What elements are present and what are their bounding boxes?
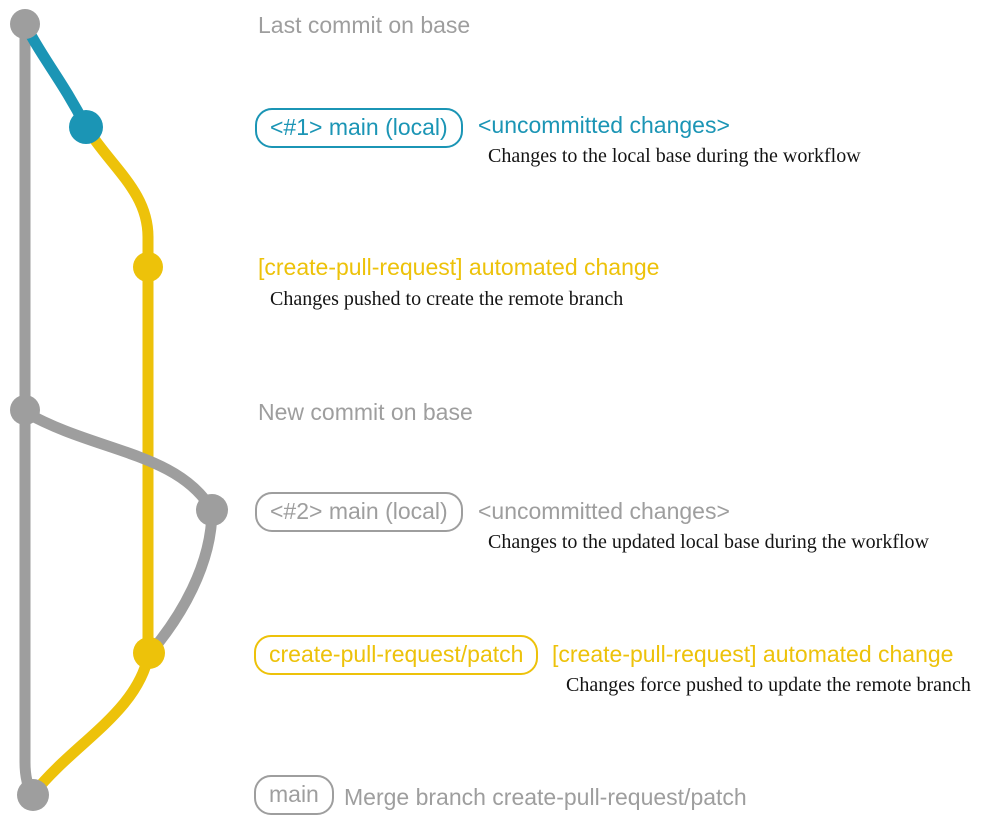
commit-dot-new-commit-on-base: [10, 395, 40, 425]
branch-badge-patch: create-pull-request/patch: [254, 635, 539, 676]
commit-message-merge: Merge branch create-pull-request/patch: [344, 784, 747, 810]
commit-dot-last-commit-on-base: [10, 9, 40, 39]
caption-uncommitted-1: Changes to the local base during the wor…: [488, 145, 861, 167]
branch-badge-main-local-2: <#2> main (local): [255, 492, 463, 533]
commit-message-uncommitted-1: <uncommitted changes>: [478, 112, 730, 138]
label-new-commit-on-base: New commit on base: [258, 399, 473, 425]
commit-dot-automated-change-1: [133, 252, 163, 282]
commit-dot-merge-commit: [17, 779, 49, 811]
commit-dot-uncommitted-changes-2: [196, 494, 228, 526]
branch-line-patch-merge: [28, 647, 155, 799]
commit-dot-uncommitted-changes-1: [69, 110, 103, 144]
branch-badge-main-local-1: <#1> main (local): [255, 108, 463, 149]
branch-line-patch-down: [80, 121, 154, 659]
caption-automated-1: Changes pushed to create the remote bran…: [270, 288, 624, 310]
commit-dot-automated-change-2: [133, 637, 165, 669]
commit-message-automated-1: [create-pull-request] automated change: [258, 254, 660, 280]
commit-message-automated-2: [create-pull-request] automated change: [552, 641, 954, 667]
branch-line-main-local-2: [19, 406, 218, 659]
caption-automated-2: Changes force pushed to update the remot…: [566, 674, 971, 696]
branch-badge-main: main: [254, 775, 334, 816]
git-graph: [10, 9, 228, 811]
label-last-commit-on-base: Last commit on base: [258, 12, 471, 38]
branch-line-main-local-1: [19, 18, 92, 133]
commit-message-uncommitted-2: <uncommitted changes>: [478, 498, 730, 524]
caption-uncommitted-2: Changes to the updated local base during…: [488, 531, 929, 553]
